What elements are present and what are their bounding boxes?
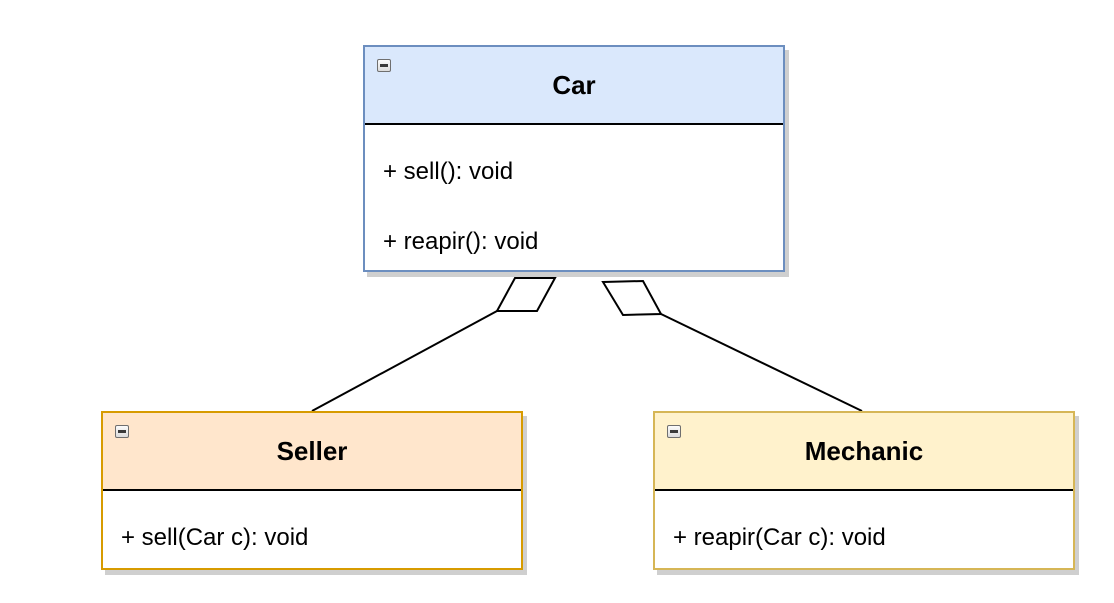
car-class-name: Car — [552, 69, 596, 100]
car-class-methods: + sell(): void + reapir(): void — [365, 125, 783, 256]
seller-class-name: Seller — [276, 435, 348, 466]
mechanic-class-methods: + reapir(Car c): void — [655, 491, 1073, 552]
seller-class-divider — [103, 489, 521, 491]
mechanic-class-divider — [655, 489, 1073, 491]
car-class-divider — [365, 123, 783, 125]
seller-method-sell[interactable]: + sell(Car c): void — [121, 524, 309, 551]
mechanic-method-reapir[interactable]: + reapir(Car c): void — [673, 524, 886, 551]
collapse-icon[interactable] — [667, 425, 681, 438]
mechanic-car-association-line[interactable] — [660, 313, 863, 412]
seller-class[interactable]: Seller + sell(Car c): void — [101, 411, 523, 570]
mechanic-car-aggregation-diamond[interactable] — [601, 279, 663, 317]
seller-car-aggregation-diamond[interactable] — [495, 277, 557, 312]
mechanic-class[interactable]: Mechanic + reapir(Car c): void — [653, 411, 1075, 570]
car-class[interactable]: Car + sell(): void + reapir(): void — [363, 45, 785, 272]
seller-class-methods: + sell(Car c): void — [103, 491, 521, 552]
collapse-icon[interactable] — [377, 59, 391, 72]
car-class-header[interactable]: Car — [365, 47, 783, 123]
seller-car-association-line[interactable] — [311, 310, 498, 412]
car-method-reapir[interactable]: + reapir(): void — [383, 228, 539, 255]
mechanic-class-header[interactable]: Mechanic — [655, 413, 1073, 489]
collapse-icon[interactable] — [115, 425, 129, 438]
mechanic-class-name: Mechanic — [804, 435, 924, 466]
car-method-sell[interactable]: + sell(): void — [383, 158, 514, 185]
seller-class-header[interactable]: Seller — [103, 413, 521, 489]
